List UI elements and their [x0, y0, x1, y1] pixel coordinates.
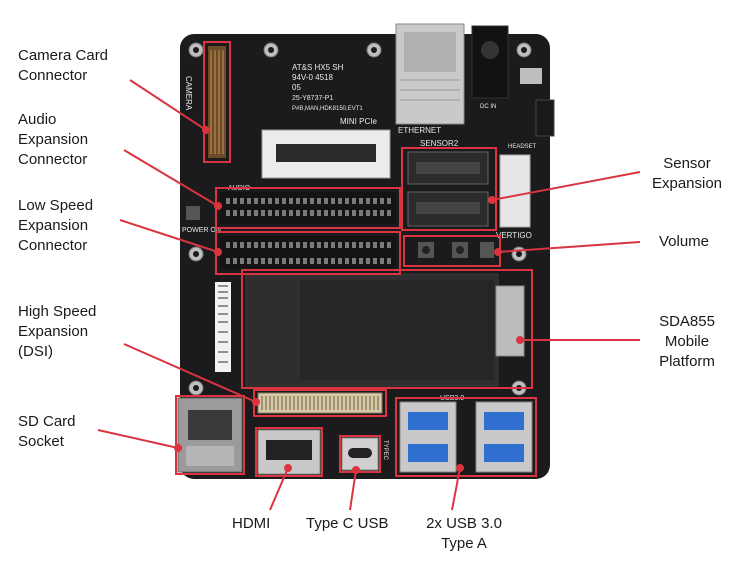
leader-line-audio [123, 149, 219, 207]
callout-box-usb3 [395, 397, 537, 477]
leader-line-typec [349, 469, 357, 511]
leader-line-sensor [491, 171, 641, 201]
silk-power-on: POWER ON [182, 227, 221, 234]
leader-line-hdmi [269, 467, 289, 511]
leader-line-usb3 [451, 467, 461, 511]
silk-vertigo: VERTIGO [496, 231, 532, 240]
label-audio-expansion-connector: Audio Expansion Connector [18, 111, 89, 168]
silk-camera: CAMERA [184, 76, 193, 111]
callout-box-sensor [401, 147, 497, 231]
dc-jack [471, 25, 509, 99]
low-speed-header [220, 236, 396, 270]
leader-line-volume [497, 241, 641, 253]
leader-line-camera [129, 79, 207, 131]
label-low-speed-expansion-connector: Low Speed Expansion Connector [18, 197, 94, 254]
silk-chip-line5: P#B,MAN,HDK8150,EVT1 [292, 106, 363, 112]
callout-box-sda855 [241, 269, 533, 389]
label-camera-card-connector: Camera Card Connector [18, 47, 109, 84]
silk-chip-line3: 05 [292, 83, 301, 92]
leader-line-high-speed [123, 343, 257, 403]
type-c-port [341, 437, 379, 471]
label-high-speed-expansion-dsi: High Speed Expansion (DSI) [18, 303, 97, 360]
silk-dc-in: DC IN [480, 104, 496, 110]
dsi-connector [257, 392, 383, 414]
silk-chip-line2: 94V-0 4518 [292, 73, 333, 82]
camera-connector [208, 46, 226, 158]
silk-ethernet: ETHERNET [398, 126, 441, 135]
silk-chip-line4: 25-Y8737-P1 [292, 95, 333, 102]
silk-mini-pcie: MINI PCIe [340, 117, 377, 126]
audio-header [220, 192, 396, 224]
silk-typec: TYPEC [382, 440, 388, 461]
label-sensor-expansion: Sensor Expansion [651, 155, 723, 192]
volume-buttons [418, 242, 494, 258]
callout-box-sd [175, 395, 245, 475]
label-hdmi: HDMI [232, 515, 271, 532]
silk-sensor2: SENSOR2 [420, 139, 459, 148]
callout-box-typec [339, 435, 381, 473]
label-sda855-mobile-platform: SDA855 Mobile Platform [659, 313, 715, 370]
label-sd-card-socket: SD Card Socket [18, 413, 76, 450]
label-2x-usb3-type-a: 2x USB 3.0 Type A [426, 515, 502, 552]
silk-headset: HEADSET [508, 144, 537, 150]
leader-line-low-speed [119, 219, 219, 253]
callout-box-camera [203, 41, 231, 163]
silk-chip-line1: AT&S HX5 SH [292, 63, 344, 72]
label-volume: Volume [658, 233, 710, 250]
leader-line-sd [97, 429, 179, 449]
callout-box-hdmi [255, 427, 323, 477]
label-type-c-usb: Type C USB [306, 515, 389, 532]
